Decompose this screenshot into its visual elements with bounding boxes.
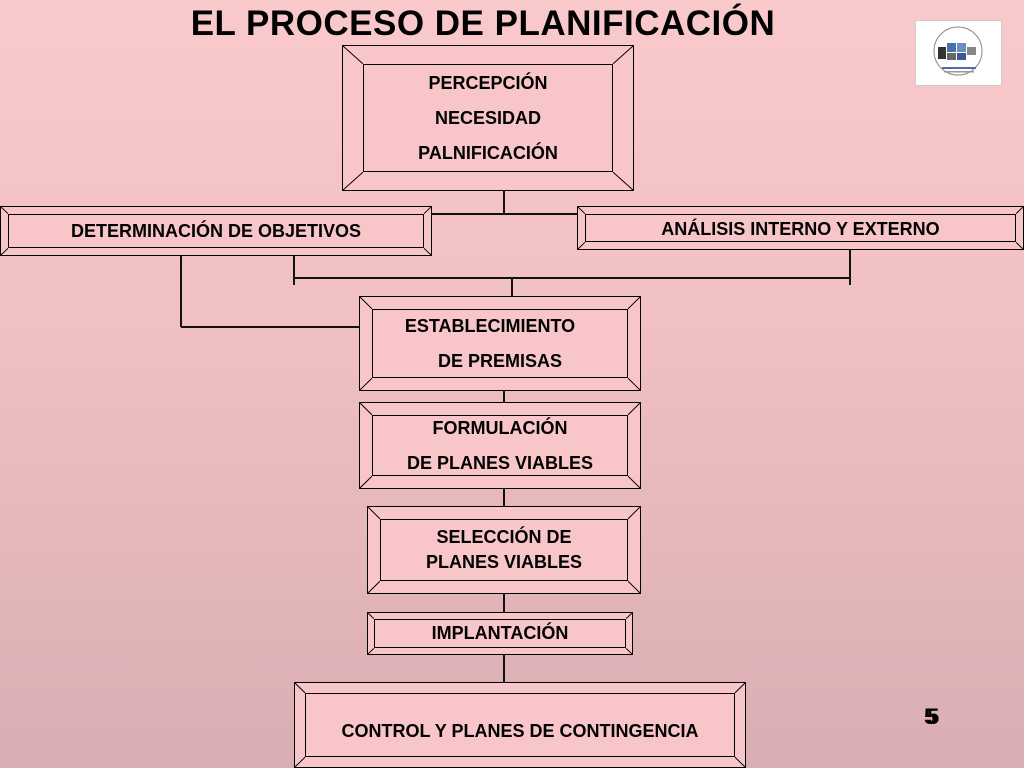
node-perception-line-3: PALNIFICACIÓN <box>418 142 558 163</box>
node-objectives: DETERMINACIÓN DE OBJETIVOS <box>0 206 432 256</box>
node-premises: ESTABLECIMIENTO DE PREMISAS <box>359 296 641 391</box>
node-control-label: CONTROL Y PLANES DE CONTINGENCIA <box>341 721 699 741</box>
node-implementation: IMPLANTACIÓN <box>367 612 633 655</box>
node-formulation-line-1: FORMULACIÓN <box>432 417 568 438</box>
node-selection: SELECCIÓN DE PLANES VIABLES <box>367 506 641 594</box>
node-control: CONTROL Y PLANES DE CONTINGENCIA <box>294 682 746 768</box>
node-perception-line-1: PERCEPCIÓN <box>428 72 548 93</box>
node-objectives-label: DETERMINACIÓN DE OBJETIVOS <box>70 220 362 241</box>
node-premises-line-1: ESTABLECIMIENTO <box>404 315 576 336</box>
node-selection-line-1: SELECCIÓN DE <box>436 527 572 547</box>
node-formulation-line-2: DE PLANES VIABLES <box>406 452 594 473</box>
node-premises-line-2: DE PREMISAS <box>437 350 563 371</box>
page-number-text: 5 <box>924 704 937 729</box>
node-perception-line-2: NECESIDAD <box>434 107 541 128</box>
node-perception: PERCEPCIÓN NECESIDAD PALNIFICACIÓN <box>342 45 634 191</box>
slide-title: EL PROCESO DE PLANIFICACIÓN <box>190 4 776 43</box>
university-logo-icon <box>915 20 1002 86</box>
node-formulation: FORMULACIÓN DE PLANES VIABLES <box>359 402 641 489</box>
node-selection-line-2: PLANES VIABLES <box>425 552 583 572</box>
page-number-shadow: 5 <box>927 704 940 729</box>
node-analysis: ANÁLISIS INTERNO Y EXTERNO <box>577 206 1024 250</box>
node-implementation-label: IMPLANTACIÓN <box>431 623 569 643</box>
node-analysis-label: ANÁLISIS INTERNO Y EXTERNO <box>661 219 940 239</box>
